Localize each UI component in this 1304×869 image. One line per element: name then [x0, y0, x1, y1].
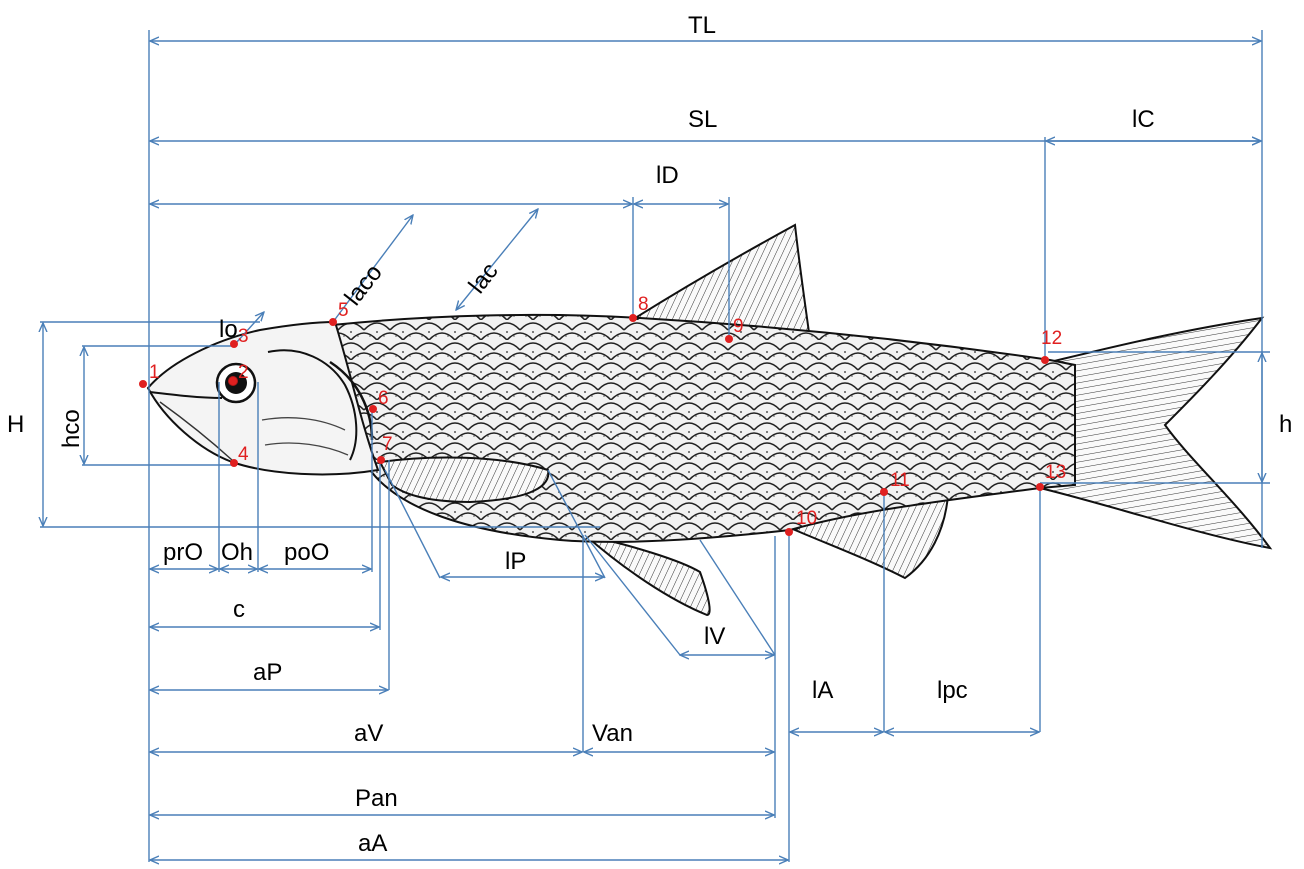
label-aA: aA — [358, 830, 387, 857]
fish-body — [332, 315, 1075, 542]
label-SL: SL — [688, 106, 717, 133]
landmark-label-2: 2 — [238, 362, 249, 383]
label-Oh: Oh — [221, 539, 253, 566]
landmark-dot-1 — [139, 380, 147, 388]
landmark-dot-2 — [229, 377, 237, 385]
landmark-dot-7 — [377, 456, 385, 464]
landmark-label-7: 7 — [382, 434, 393, 455]
landmark-label-3: 3 — [238, 326, 249, 347]
landmark-dot-9 — [725, 335, 733, 343]
landmark-label-10: 10 — [796, 508, 817, 529]
landmark-dot-12 — [1041, 356, 1049, 364]
label-lV: lV — [704, 623, 725, 650]
label-poO: poO — [284, 539, 329, 566]
landmark-dot-4 — [230, 459, 238, 467]
landmark-dot-8 — [629, 314, 637, 322]
landmark-label-13: 13 — [1045, 462, 1066, 483]
landmark-label-12: 12 — [1041, 328, 1062, 349]
label-c: c — [233, 596, 245, 623]
label-lD: lD — [656, 162, 679, 189]
label-H: H — [7, 411, 24, 438]
landmark-label-9: 9 — [733, 316, 744, 337]
landmark-label-1: 1 — [149, 362, 160, 383]
label-Van: Van — [592, 720, 633, 747]
landmark-label-11: 11 — [890, 470, 910, 491]
label-TL: TL — [688, 12, 716, 39]
landmark-label-5: 5 — [338, 300, 349, 321]
label-aV: aV — [354, 720, 383, 747]
landmark-label-8: 8 — [638, 294, 649, 315]
label-lA: lA — [812, 677, 833, 704]
label-Pan: Pan — [355, 785, 398, 812]
label-prO: prO — [163, 539, 203, 566]
landmark-dot-6 — [369, 405, 377, 413]
label-lC: lC — [1132, 106, 1155, 133]
landmark-dot-5 — [329, 318, 337, 326]
label-lP: lP — [505, 548, 526, 575]
landmark-dot-11 — [880, 488, 888, 496]
landmark-dot-3 — [230, 340, 238, 348]
label-hco: hco — [58, 409, 85, 448]
landmark-label-6: 6 — [378, 388, 389, 409]
landmark-label-4: 4 — [238, 444, 249, 465]
label-lpc: lpc — [937, 677, 968, 704]
landmark-dot-10 — [785, 528, 793, 536]
label-aP: aP — [253, 659, 282, 686]
landmark-dot-13 — [1036, 483, 1044, 491]
label-h: h — [1279, 411, 1292, 438]
label-lo: lo — [219, 316, 238, 343]
